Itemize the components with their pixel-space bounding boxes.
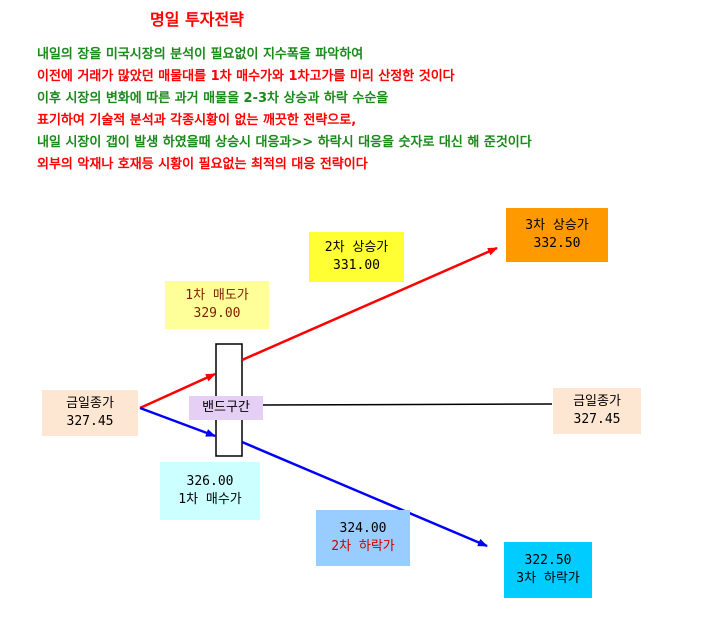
- fall2-label: 2차 하락가: [331, 539, 395, 554]
- description-line-5: 내일 시장이 갭이 발생 하였을때 상승시 대응과>> 하락시 대응을 숫자로 …: [37, 135, 532, 150]
- box-fall2: 324.00 2차 하락가: [316, 510, 410, 566]
- rise3-label: 3차 상승가: [525, 218, 589, 233]
- fall2-value: 324.00: [339, 521, 387, 536]
- description-line-6: 외부의 악재나 호재등 시황이 필요없는 최적의 대응 전략이다: [37, 157, 368, 172]
- description-line-2: 이전에 거래가 많았던 매물대를 1차 매수가와 1차고가를 미리 산정한 것이…: [37, 69, 455, 84]
- arrow-close-to-sell1: [139, 372, 216, 410]
- box-rise2: 2차 상승가 331.00: [309, 232, 404, 282]
- buy1-value: 326.00: [186, 474, 234, 489]
- close-right-value: 327.45: [573, 412, 621, 427]
- box-sell1: 1차 매도가 329.00: [165, 281, 269, 329]
- arrow-rise-to-3rd: [241, 246, 498, 362]
- arrow-close-to-buy1: [139, 406, 216, 438]
- rise2-value: 331.00: [333, 258, 380, 273]
- fall3-value: 322.50: [524, 553, 572, 568]
- description-line-4: 표기하여 기술적 분석과 각종시황이 없는 깨끗한 전략으로,: [37, 113, 357, 128]
- page-title: 명일 투자전략: [150, 10, 244, 29]
- rise3-value: 332.50: [533, 236, 581, 251]
- fall3-label: 3차 하락가: [516, 571, 580, 586]
- arrow-fall-to-3rd: [241, 440, 488, 548]
- line-to-right-close: [261, 403, 553, 406]
- box-buy1: 326.00 1차 매수가: [160, 462, 260, 520]
- band-zone-label: 밴드구간: [189, 396, 263, 420]
- buy1-label: 1차 매수가: [178, 492, 242, 507]
- strategy-description: 내일의 장을 미국시장의 분석이 필요없이 지수폭을 파악하여 이전에 거래가 …: [37, 44, 532, 176]
- close-left-value: 327.45: [66, 414, 114, 429]
- sell1-value: 329.00: [193, 306, 241, 321]
- rise2-label: 2차 상승가: [324, 240, 389, 255]
- description-line-3: 이후 시장의 변화에 따른 과거 매물을 2-3차 상승과 하락 수순을: [37, 91, 389, 106]
- sell1-label: 1차 매도가: [185, 288, 249, 303]
- box-close-right: 금일종가 327.45: [553, 388, 641, 434]
- box-fall3: 322.50 3차 하락가: [504, 542, 592, 598]
- box-close-left: 금일종가 327.45: [42, 390, 138, 436]
- close-left-label: 금일종가: [66, 396, 114, 411]
- box-rise3: 3차 상승가 332.50: [506, 208, 608, 262]
- description-line-1: 내일의 장을 미국시장의 분석이 필요없이 지수폭을 파악하여: [37, 47, 364, 62]
- close-right-label: 금일종가: [573, 394, 621, 409]
